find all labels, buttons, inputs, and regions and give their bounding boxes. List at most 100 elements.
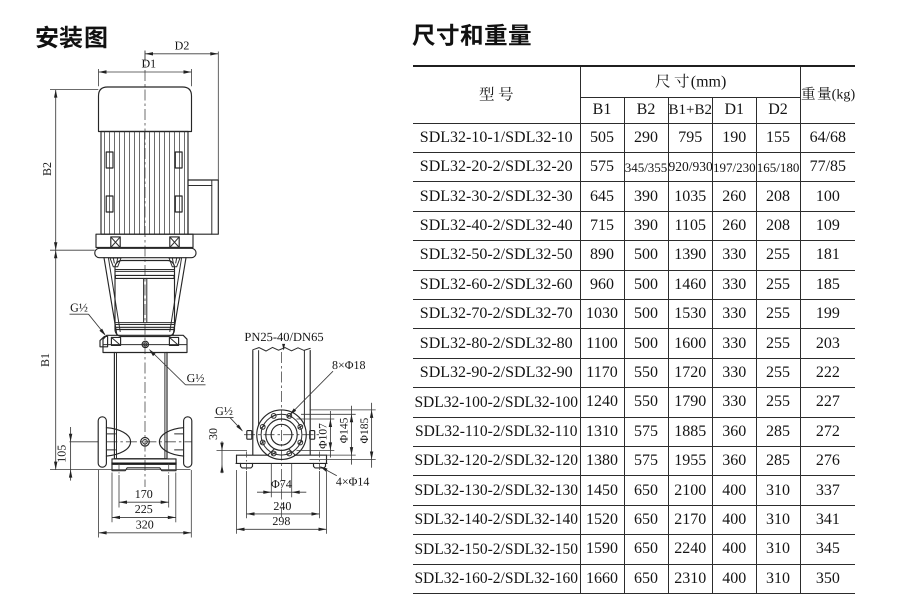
cell-model: SDL32-40-2/SDL32-40 [413, 210, 581, 242]
g12-side-text: G½ [215, 404, 233, 418]
pump-casing [114, 259, 176, 338]
cell-weight: 222 [799, 357, 856, 389]
table-row: SDL32-150-2/SDL32-150 1590 650 2240 400 … [413, 534, 856, 565]
motor-stool-plate [94, 247, 197, 259]
cell-model: SDL32-140-2/SDL32-140 [413, 504, 581, 536]
cell-b1b2: 2240 [667, 534, 713, 565]
label-base-holes: 4×Φ14 [319, 466, 369, 488]
gauge-port-right [309, 430, 316, 440]
cell-d2: 285 [755, 445, 801, 477]
header-b2: B2 [623, 96, 669, 124]
cell-weight: 185 [799, 269, 856, 300]
dim-label-b2: B2 [40, 162, 54, 176]
table-row: SDL32-10-1/SDL32-10 505 290 795 190 155 … [413, 122, 856, 153]
table-body: SDL32-10-1/SDL32-10 505 290 795 190 155 … [413, 122, 856, 595]
cell-b2: 500 [623, 269, 669, 300]
table-row: SDL32-80-2/SDL32-80 1100 500 1600 330 25… [413, 328, 856, 359]
cell-weight: 100 [799, 181, 856, 212]
bolt8-text: 8×Φ18 [332, 358, 366, 372]
pump-base-front [111, 458, 177, 474]
cell-b1b2: 1600 [667, 328, 713, 359]
dimension-d2: D2 [144, 38, 219, 180]
cell-b1b2: 1390 [667, 240, 713, 271]
cell-weight: 276 [799, 445, 856, 477]
cell-d1: 400 [712, 504, 757, 536]
motor-flange [95, 233, 194, 249]
dim-label-240: 240 [273, 499, 291, 513]
table-row: SDL32-20-2/SDL32-20 575 345/355 920/930 … [413, 151, 856, 183]
table-row: SDL32-120-2/SDL32-120 1380 575 1955 360 … [413, 445, 856, 477]
cell-weight: 199 [799, 298, 856, 330]
cell-b1: 1660 [579, 563, 625, 595]
cell-d1: 330 [712, 269, 757, 300]
flange-bolt-hole [297, 439, 304, 446]
dim-label-d2: D2 [175, 38, 190, 52]
table-row: SDL32-130-2/SDL32-130 1450 650 2100 400 … [413, 475, 856, 506]
cell-b1b2: 1955 [667, 445, 713, 477]
vent-plug-boss [99, 335, 109, 348]
cell-b1b2: 920/930 [667, 151, 713, 183]
cell-model: SDL32-80-2/SDL32-80 [413, 328, 581, 359]
cell-model: SDL32-160-2/SDL32-160 [413, 563, 581, 595]
dimensions-table: (mm) (kg) B1 B2 B1+B2 D1 D2 SDL32-10-1/S… [413, 65, 856, 595]
terminal-box [187, 179, 219, 235]
pump-front-view: D1 D2 B2 B1 105 170 225 320 G½ G½ [38, 38, 219, 538]
dimension-298: 298 [236, 470, 327, 534]
pump-barrel [113, 351, 168, 460]
cell-model: SDL32-10-1/SDL32-10 [413, 122, 581, 153]
cell-b1: 1520 [579, 504, 625, 536]
table-title [412, 23, 532, 51]
table-row: SDL32-60-2/SDL32-60 960 500 1460 330 255… [413, 269, 856, 300]
cell-d1: 260 [712, 210, 757, 242]
cell-b2: 650 [623, 504, 669, 536]
header-size-group: (mm) [579, 66, 801, 98]
cell-b1: 645 [579, 181, 625, 212]
dimension-phi145: Φ145 [301, 405, 356, 465]
cell-b1b2: 1720 [667, 357, 713, 389]
dim-label-b1: B1 [38, 353, 52, 367]
cell-b1b2: 2170 [667, 504, 713, 536]
cell-d2: 255 [755, 357, 801, 389]
cell-model: SDL32-130-2/SDL32-130 [413, 475, 581, 506]
cell-b2: 500 [623, 298, 669, 330]
cell-weight: 181 [799, 240, 856, 271]
subheader-row: B1 B2 B1+B2 D1 D2 [413, 96, 855, 124]
cell-b1b2: 795 [667, 122, 713, 153]
motor-body [100, 130, 189, 235]
dimension-225: 225 [111, 472, 177, 523]
cell-d1: 330 [712, 240, 757, 271]
cell-d1: 260 [712, 181, 757, 212]
cell-b1b2: 2310 [667, 563, 713, 595]
header-size-suffix: (mm) [690, 73, 727, 91]
dimension-b2: B2 [40, 89, 99, 251]
cell-model: SDL32-90-2/SDL32-90 [413, 357, 581, 389]
suction-discharge-ports [97, 416, 193, 468]
cell-model: SDL32-120-2/SDL32-120 [413, 445, 581, 477]
cell-weight: 77/85 [799, 151, 856, 183]
g12-upper-text: G½ [70, 301, 88, 315]
dimension-105: 105 [54, 427, 73, 481]
gauge-port-left [246, 430, 253, 440]
table-header: (mm) (kg) B1 B2 B1+B2 D1 D2 [413, 66, 856, 124]
cell-d2: 285 [755, 416, 801, 447]
cell-d2: 310 [755, 504, 801, 536]
dimension-30: 30 [206, 428, 247, 474]
cell-b1: 1100 [579, 328, 625, 359]
dim-label-170: 170 [135, 487, 153, 501]
centerline-side [244, 352, 320, 517]
cell-b2: 290 [623, 122, 669, 153]
table-row: SDL32-140-2/SDL32-140 1520 650 2170 400 … [413, 504, 856, 536]
cell-weight: 64/68 [799, 122, 856, 153]
cell-b1b2: 1460 [667, 269, 713, 300]
dim-label-phi185: Φ185 [359, 418, 371, 444]
cell-b1b2: 1035 [667, 181, 713, 212]
header-model [413, 66, 581, 124]
cell-model: SDL32-60-2/SDL32-60 [413, 269, 581, 300]
label-flange-spec: PN25-40/DN65 [244, 330, 324, 351]
dimension-b1: B1 [38, 250, 191, 471]
flange-bolt-hole [259, 439, 266, 446]
cell-model: SDL32-50-2/SDL32-50 [413, 240, 581, 271]
cell-weight: 345 [799, 534, 856, 565]
cell-d1: 197/230 [712, 151, 757, 183]
